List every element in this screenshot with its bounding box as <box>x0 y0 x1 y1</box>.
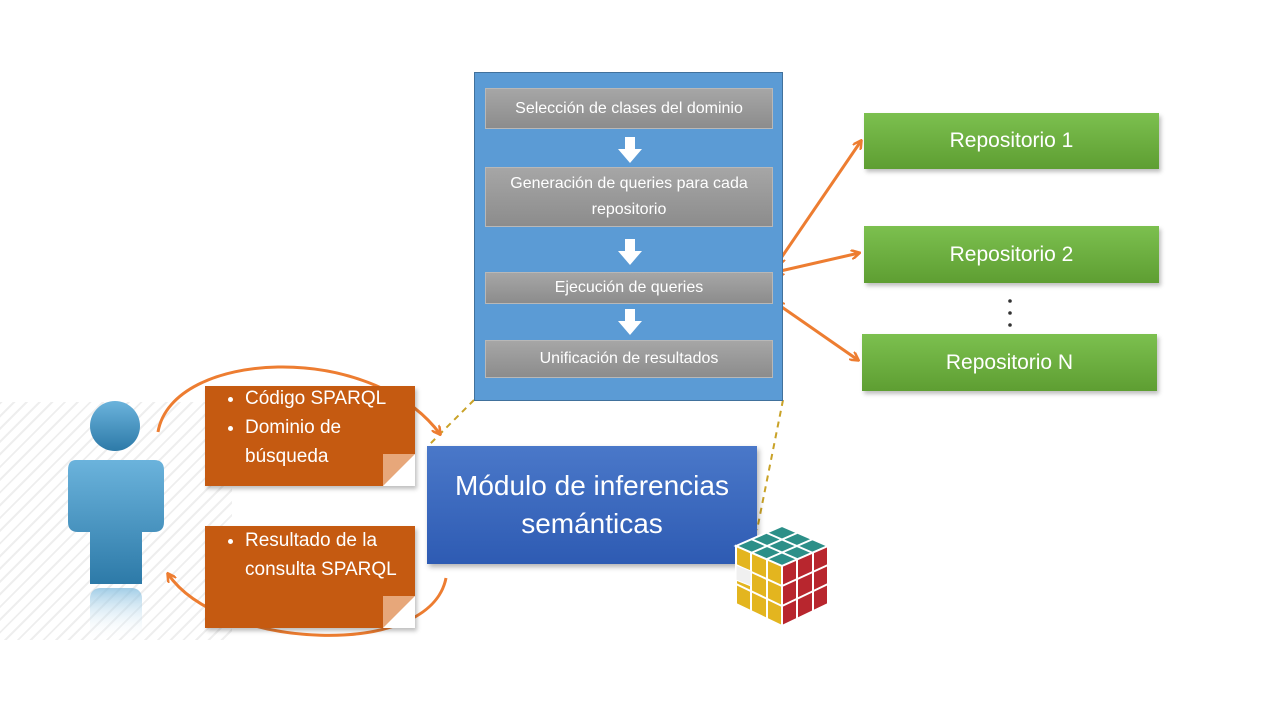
arrow-repo-1 <box>777 141 861 264</box>
note-fold <box>383 454 415 486</box>
note-item-query-result: Resultado de la consulta SPARQL <box>245 526 415 584</box>
more-repositories-ellipsis-icon <box>1008 299 1012 327</box>
rubik-cube-icon <box>733 524 831 628</box>
zoom-line-right <box>756 399 784 531</box>
response-note: Resultado de la consulta SPARQL <box>205 526 415 628</box>
down-arrow-icon <box>618 239 642 265</box>
repository-2: Repositorio 2 <box>864 226 1159 283</box>
repository-n: Repositorio N <box>862 334 1157 391</box>
step-query-generation: Generación de queries para cada reposito… <box>485 167 773 227</box>
down-arrow-icon <box>618 137 642 163</box>
step-class-selection: Selección de clases del dominio <box>485 88 773 129</box>
request-note: Código SPARQL Dominio de búsqueda <box>205 386 415 486</box>
down-arrow-icon <box>618 309 642 335</box>
arrow-repo-2 <box>776 253 859 272</box>
response-curve-arrow <box>168 574 448 637</box>
note-item-sparql-code: Código SPARQL <box>245 384 415 413</box>
repository-1: Repositorio 1 <box>864 113 1159 169</box>
note-item-search-domain: Dominio de búsqueda <box>245 413 415 471</box>
step-result-unification: Unificación de resultados <box>485 340 773 378</box>
zoom-line-left <box>427 399 475 447</box>
semantic-inference-module: Módulo de inferencias semánticas <box>427 446 757 564</box>
step-query-execution: Ejecución de queries <box>485 272 773 304</box>
module-label: Módulo de inferencias semánticas <box>455 470 729 539</box>
user-icon <box>68 401 164 640</box>
arrow-repo-n <box>776 303 858 360</box>
note-fold <box>383 596 415 628</box>
inference-pipeline-panel: Selección de clases del dominio Generaci… <box>474 72 783 401</box>
